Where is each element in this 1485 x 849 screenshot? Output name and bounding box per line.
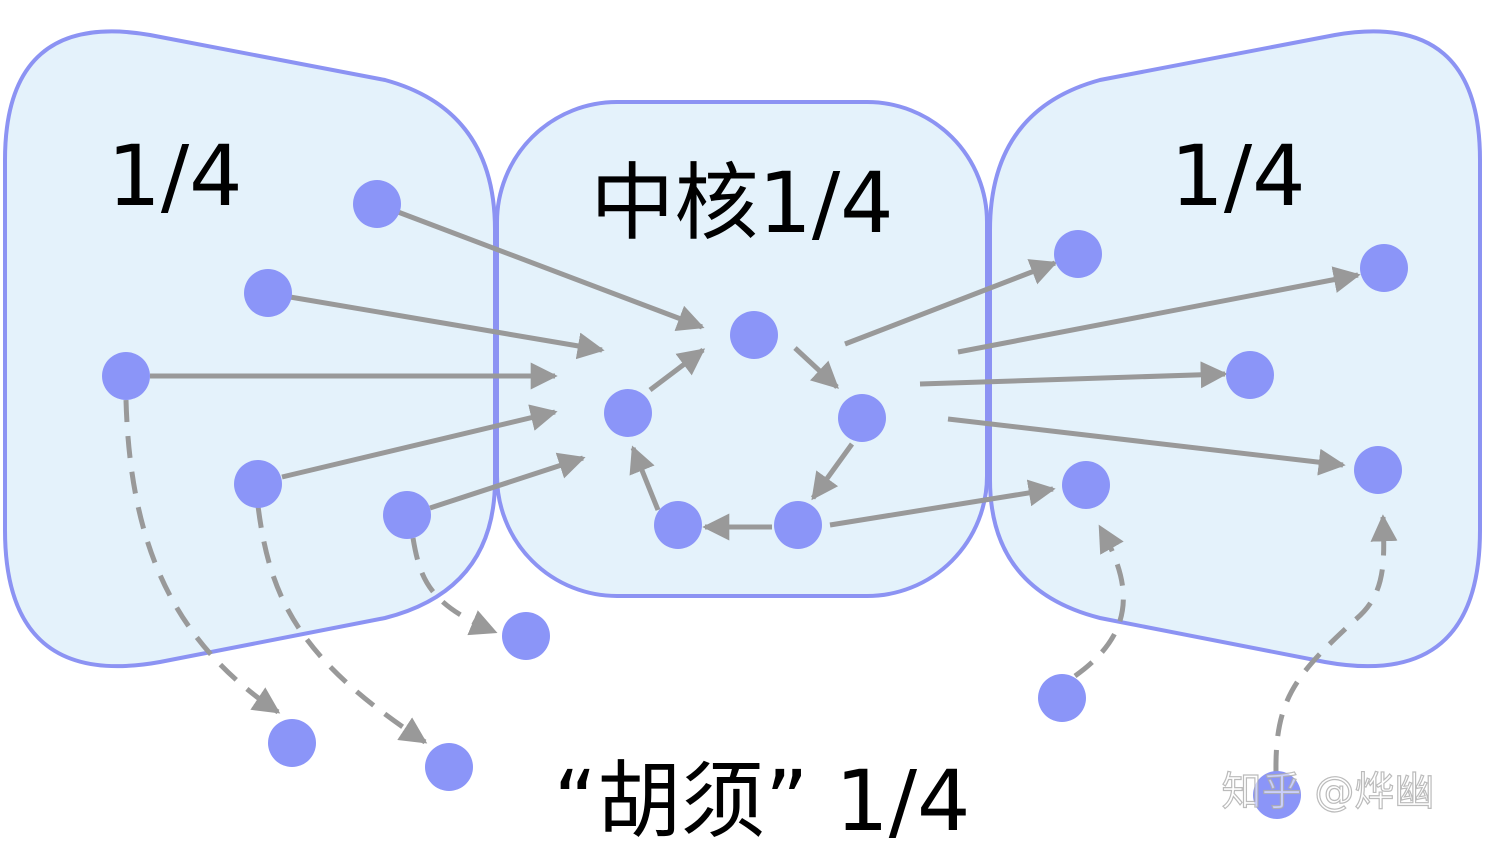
whiskers-label: “胡须” 1/4 <box>554 752 971 849</box>
edge <box>919 361 1228 389</box>
nodes <box>102 180 1408 819</box>
edge <box>957 266 1361 355</box>
node <box>774 501 822 549</box>
node <box>425 743 473 791</box>
right-region <box>988 29 1482 669</box>
edge <box>281 404 558 480</box>
node <box>1354 446 1402 494</box>
edge <box>1273 514 1398 773</box>
node <box>1062 461 1110 509</box>
right-region-label: 1/4 <box>1170 127 1305 225</box>
edge <box>410 537 498 636</box>
whisker-arrows <box>123 399 1398 773</box>
node <box>502 612 550 660</box>
in-arrows <box>150 209 705 511</box>
edge <box>648 348 706 392</box>
node <box>730 311 778 359</box>
edge <box>1073 524 1126 679</box>
edge <box>844 259 1058 347</box>
node <box>1360 244 1408 292</box>
edge <box>829 479 1056 528</box>
left-region-label: 1/4 <box>107 127 242 225</box>
node <box>234 460 282 508</box>
node <box>654 501 702 549</box>
edge <box>429 452 586 511</box>
out-arrows <box>829 259 1361 528</box>
edge <box>289 294 605 360</box>
watermark: 知乎 @烨幽 <box>1222 769 1435 815</box>
edge <box>629 445 661 511</box>
edge <box>947 416 1346 476</box>
node <box>1226 351 1274 399</box>
node <box>604 389 652 437</box>
node <box>102 352 150 400</box>
edge <box>793 346 839 389</box>
node <box>1253 771 1301 819</box>
node <box>1038 674 1086 722</box>
node <box>1054 230 1102 278</box>
node <box>383 491 431 539</box>
node <box>353 180 401 228</box>
edge <box>123 399 281 715</box>
left-region <box>2 29 497 669</box>
node <box>268 719 316 767</box>
node <box>838 394 886 442</box>
core-cycle-arrows <box>629 346 855 541</box>
edge <box>397 209 705 332</box>
node <box>244 269 292 317</box>
core-region-label: 中核1/4 <box>590 154 893 252</box>
edge <box>810 442 855 501</box>
